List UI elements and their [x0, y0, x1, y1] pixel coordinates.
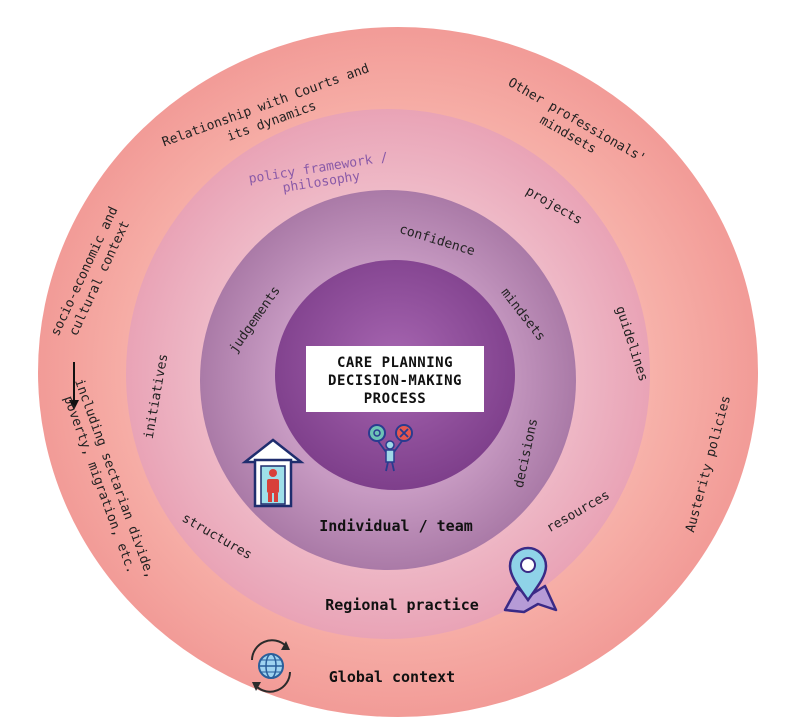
individual-team-label: Individual / team: [319, 517, 473, 535]
accept-reject-person-icon: [368, 424, 413, 472]
center-title-line-2: DECISION-MAKING: [328, 373, 462, 389]
center-title-line-1: CARE PLANNING: [337, 355, 453, 371]
global-context-label: Global context: [329, 668, 455, 686]
center-title-line-3: PROCESS: [364, 391, 427, 407]
house-person-icon: [241, 438, 305, 508]
regional-practice-label: Regional practice: [325, 596, 479, 614]
globe-cycle-icon: [251, 639, 291, 693]
center-process-box: CARE PLANNING DECISION-MAKING PROCESS: [306, 346, 484, 412]
location-pin-icon: [503, 546, 558, 614]
down-arrow-icon: [69, 362, 79, 410]
